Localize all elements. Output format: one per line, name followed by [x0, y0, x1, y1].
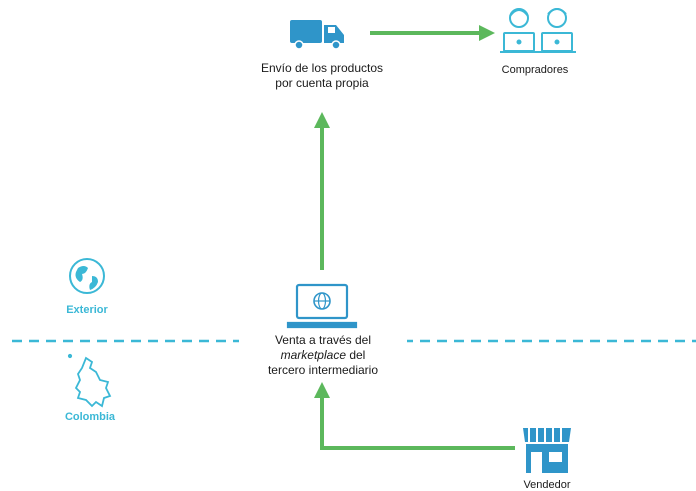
store-icon [523, 428, 571, 473]
colombia-label: Colombia [64, 411, 116, 423]
marketplace-italic: marketplace [280, 348, 346, 362]
colombia-map-icon [67, 353, 112, 408]
shipping-line2: por cuenta propia [275, 76, 369, 90]
marketplace-line2-rest: del [346, 348, 366, 362]
buyers-label: Compradores [501, 64, 569, 76]
exterior-label: Exterior [66, 304, 108, 316]
arrow-seller-to-marketplace [314, 382, 515, 450]
marketplace-line3: tercero intermediario [267, 363, 379, 377]
truck-icon [290, 20, 344, 50]
marketplace-line2: marketplace del [243, 348, 403, 363]
globe-icon [69, 258, 105, 294]
seller-label: Vendedor [523, 480, 571, 491]
buyers-icon [500, 8, 576, 53]
marketplace-label: Venta a través del marketplace del terce… [239, 331, 407, 380]
marketplace-line1: Venta a través del [274, 333, 372, 347]
shipping-line1: Envío de los productos [260, 61, 384, 75]
laptop-globe-icon [286, 283, 358, 329]
shipping-label: Envío de los productos por cuenta propia [236, 61, 408, 91]
